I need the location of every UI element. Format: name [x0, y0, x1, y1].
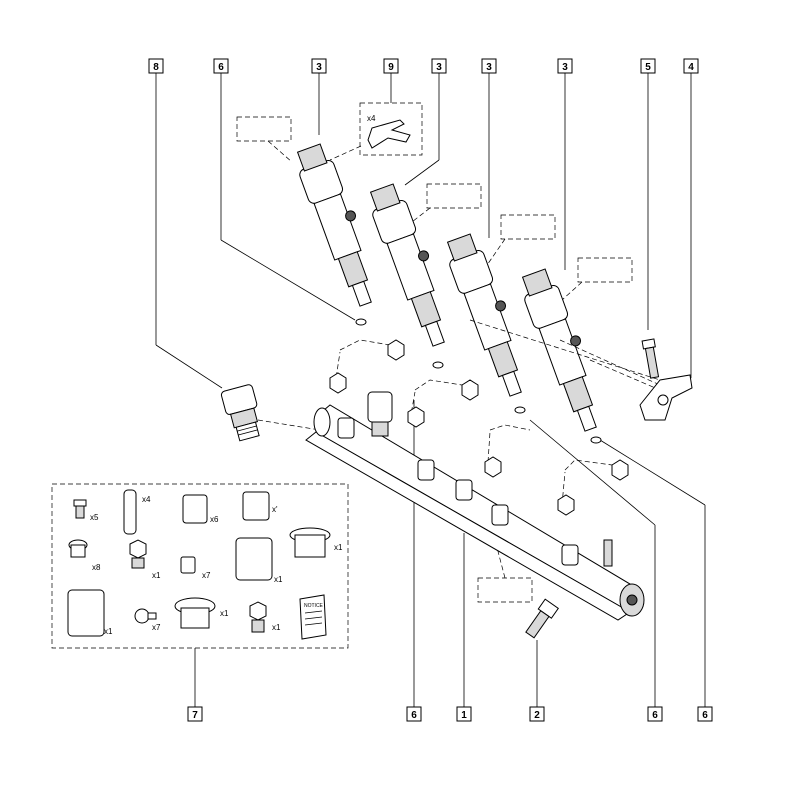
rail-mount-bolt[interactable] [523, 598, 559, 639]
svg-text:6: 6 [411, 710, 417, 721]
svg-text:3: 3 [436, 62, 442, 73]
callout-2[interactable]: 2 [529, 706, 545, 722]
kit-plug-small [73, 499, 87, 519]
leader-lines [155, 73, 706, 707]
bolt[interactable] [641, 338, 660, 379]
svg-text:x1: x1 [274, 575, 283, 584]
svg-text:4: 4 [688, 62, 694, 73]
svg-text:x5: x5 [90, 513, 99, 522]
svg-text:1: 1 [461, 710, 467, 721]
callout-3-first[interactable]: 3 [311, 58, 327, 74]
svg-text:x1: x1 [334, 543, 343, 552]
svg-text:x1: x1 [104, 627, 113, 636]
svg-text:x1: x1 [152, 571, 161, 580]
kit-nut-cap [129, 539, 147, 569]
callout-8[interactable]: 8 [148, 58, 164, 74]
svg-text:9: 9 [388, 62, 394, 73]
kit-cap-b [242, 491, 270, 521]
svg-text:5: 5 [645, 62, 651, 73]
callout-1[interactable]: 1 [456, 706, 472, 722]
kit-flat-ring [174, 597, 216, 629]
bracket[interactable] [639, 374, 693, 421]
kit-tab-washer [134, 608, 157, 624]
pipe-nuts[interactable] [329, 339, 629, 516]
kit-instruction-leaflet: NOTICE [299, 594, 327, 640]
callout-6-top[interactable]: 6 [213, 58, 229, 74]
injector-4[interactable] [517, 266, 610, 435]
kit-tall-cup [67, 589, 105, 637]
injector-pipes [257, 319, 661, 506]
callout-3-fourth[interactable]: 3 [557, 58, 573, 74]
clip-kit[interactable]: x4 [329, 102, 423, 161]
kit-sleeve [123, 489, 137, 535]
callout-6-bottom-left[interactable]: 6 [406, 706, 422, 722]
svg-text:x7: x7 [202, 571, 211, 580]
kit-large-cup [235, 537, 273, 581]
callout-9[interactable]: 9 [383, 58, 399, 74]
kit-collar [68, 539, 88, 558]
svg-text:6: 6 [702, 710, 708, 721]
svg-text:x4: x4 [367, 114, 376, 123]
fuel-rail[interactable] [305, 404, 645, 621]
injector-3[interactable] [442, 231, 535, 400]
svg-text:x1: x1 [220, 609, 229, 618]
svg-text:2: 2 [534, 710, 540, 721]
callout-6-bottom-right[interactable]: 6 [697, 706, 713, 722]
callout-5[interactable]: 5 [640, 58, 656, 74]
svg-text:6: 6 [218, 62, 224, 73]
svg-text:x8: x8 [92, 563, 101, 572]
callout-7[interactable]: 7 [187, 706, 203, 722]
svg-text:3: 3 [486, 62, 492, 73]
svg-text:3: 3 [316, 62, 322, 73]
svg-text:x': x' [272, 505, 278, 514]
svg-text:NOTICE: NOTICE [304, 603, 324, 609]
callout-4[interactable]: 4 [683, 58, 699, 74]
svg-text:3: 3 [562, 62, 568, 73]
svg-text:x6: x6 [210, 515, 219, 524]
svg-text:x1: x1 [272, 623, 281, 632]
callout-3-third[interactable]: 3 [481, 58, 497, 74]
svg-text:x7: x7 [152, 623, 161, 632]
kit-cap-a [182, 494, 208, 524]
injector-1[interactable] [292, 141, 385, 310]
seal-kit[interactable]: x5 x4 x6 x' x8 x1 x7 x1 [51, 483, 349, 649]
injector-2[interactable] [365, 181, 458, 350]
svg-text:6: 6 [652, 710, 658, 721]
svg-text:x4: x4 [142, 495, 151, 504]
kit-small-cup [180, 556, 196, 574]
svg-text:7: 7 [192, 710, 198, 721]
callout-3-second[interactable]: 3 [431, 58, 447, 74]
injector-washers[interactable] [355, 318, 602, 444]
kit-flange-cap [289, 527, 331, 558]
svg-text:8: 8 [153, 62, 159, 73]
kit-hex-plug [249, 601, 267, 633]
rail-pressure-sensor[interactable] [367, 391, 393, 437]
pressure-sensor[interactable] [220, 384, 265, 443]
callout-6-bottom-mid[interactable]: 6 [647, 706, 663, 722]
